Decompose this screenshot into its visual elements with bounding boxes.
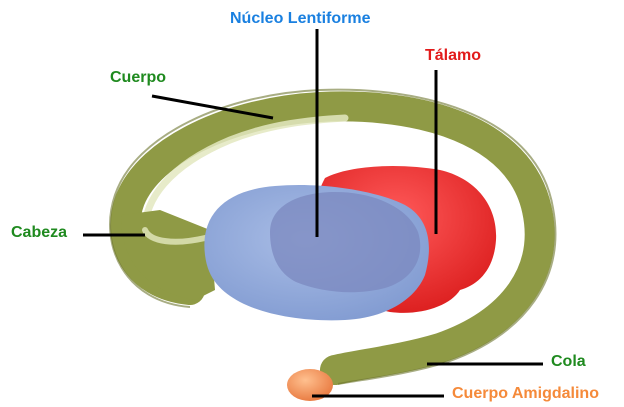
label-cabeza: Cabeza bbox=[11, 225, 67, 241]
label-cuerpo-amigdalino: Cuerpo Amigdalino bbox=[452, 386, 599, 402]
caudate-head-shape bbox=[122, 210, 215, 300]
label-nucleo-lentiforme: Núcleo Lentiforme bbox=[230, 11, 370, 27]
label-cola: Cola bbox=[551, 354, 586, 370]
label-talamo: Tálamo bbox=[425, 48, 481, 64]
label-cuerpo: Cuerpo bbox=[110, 70, 166, 86]
